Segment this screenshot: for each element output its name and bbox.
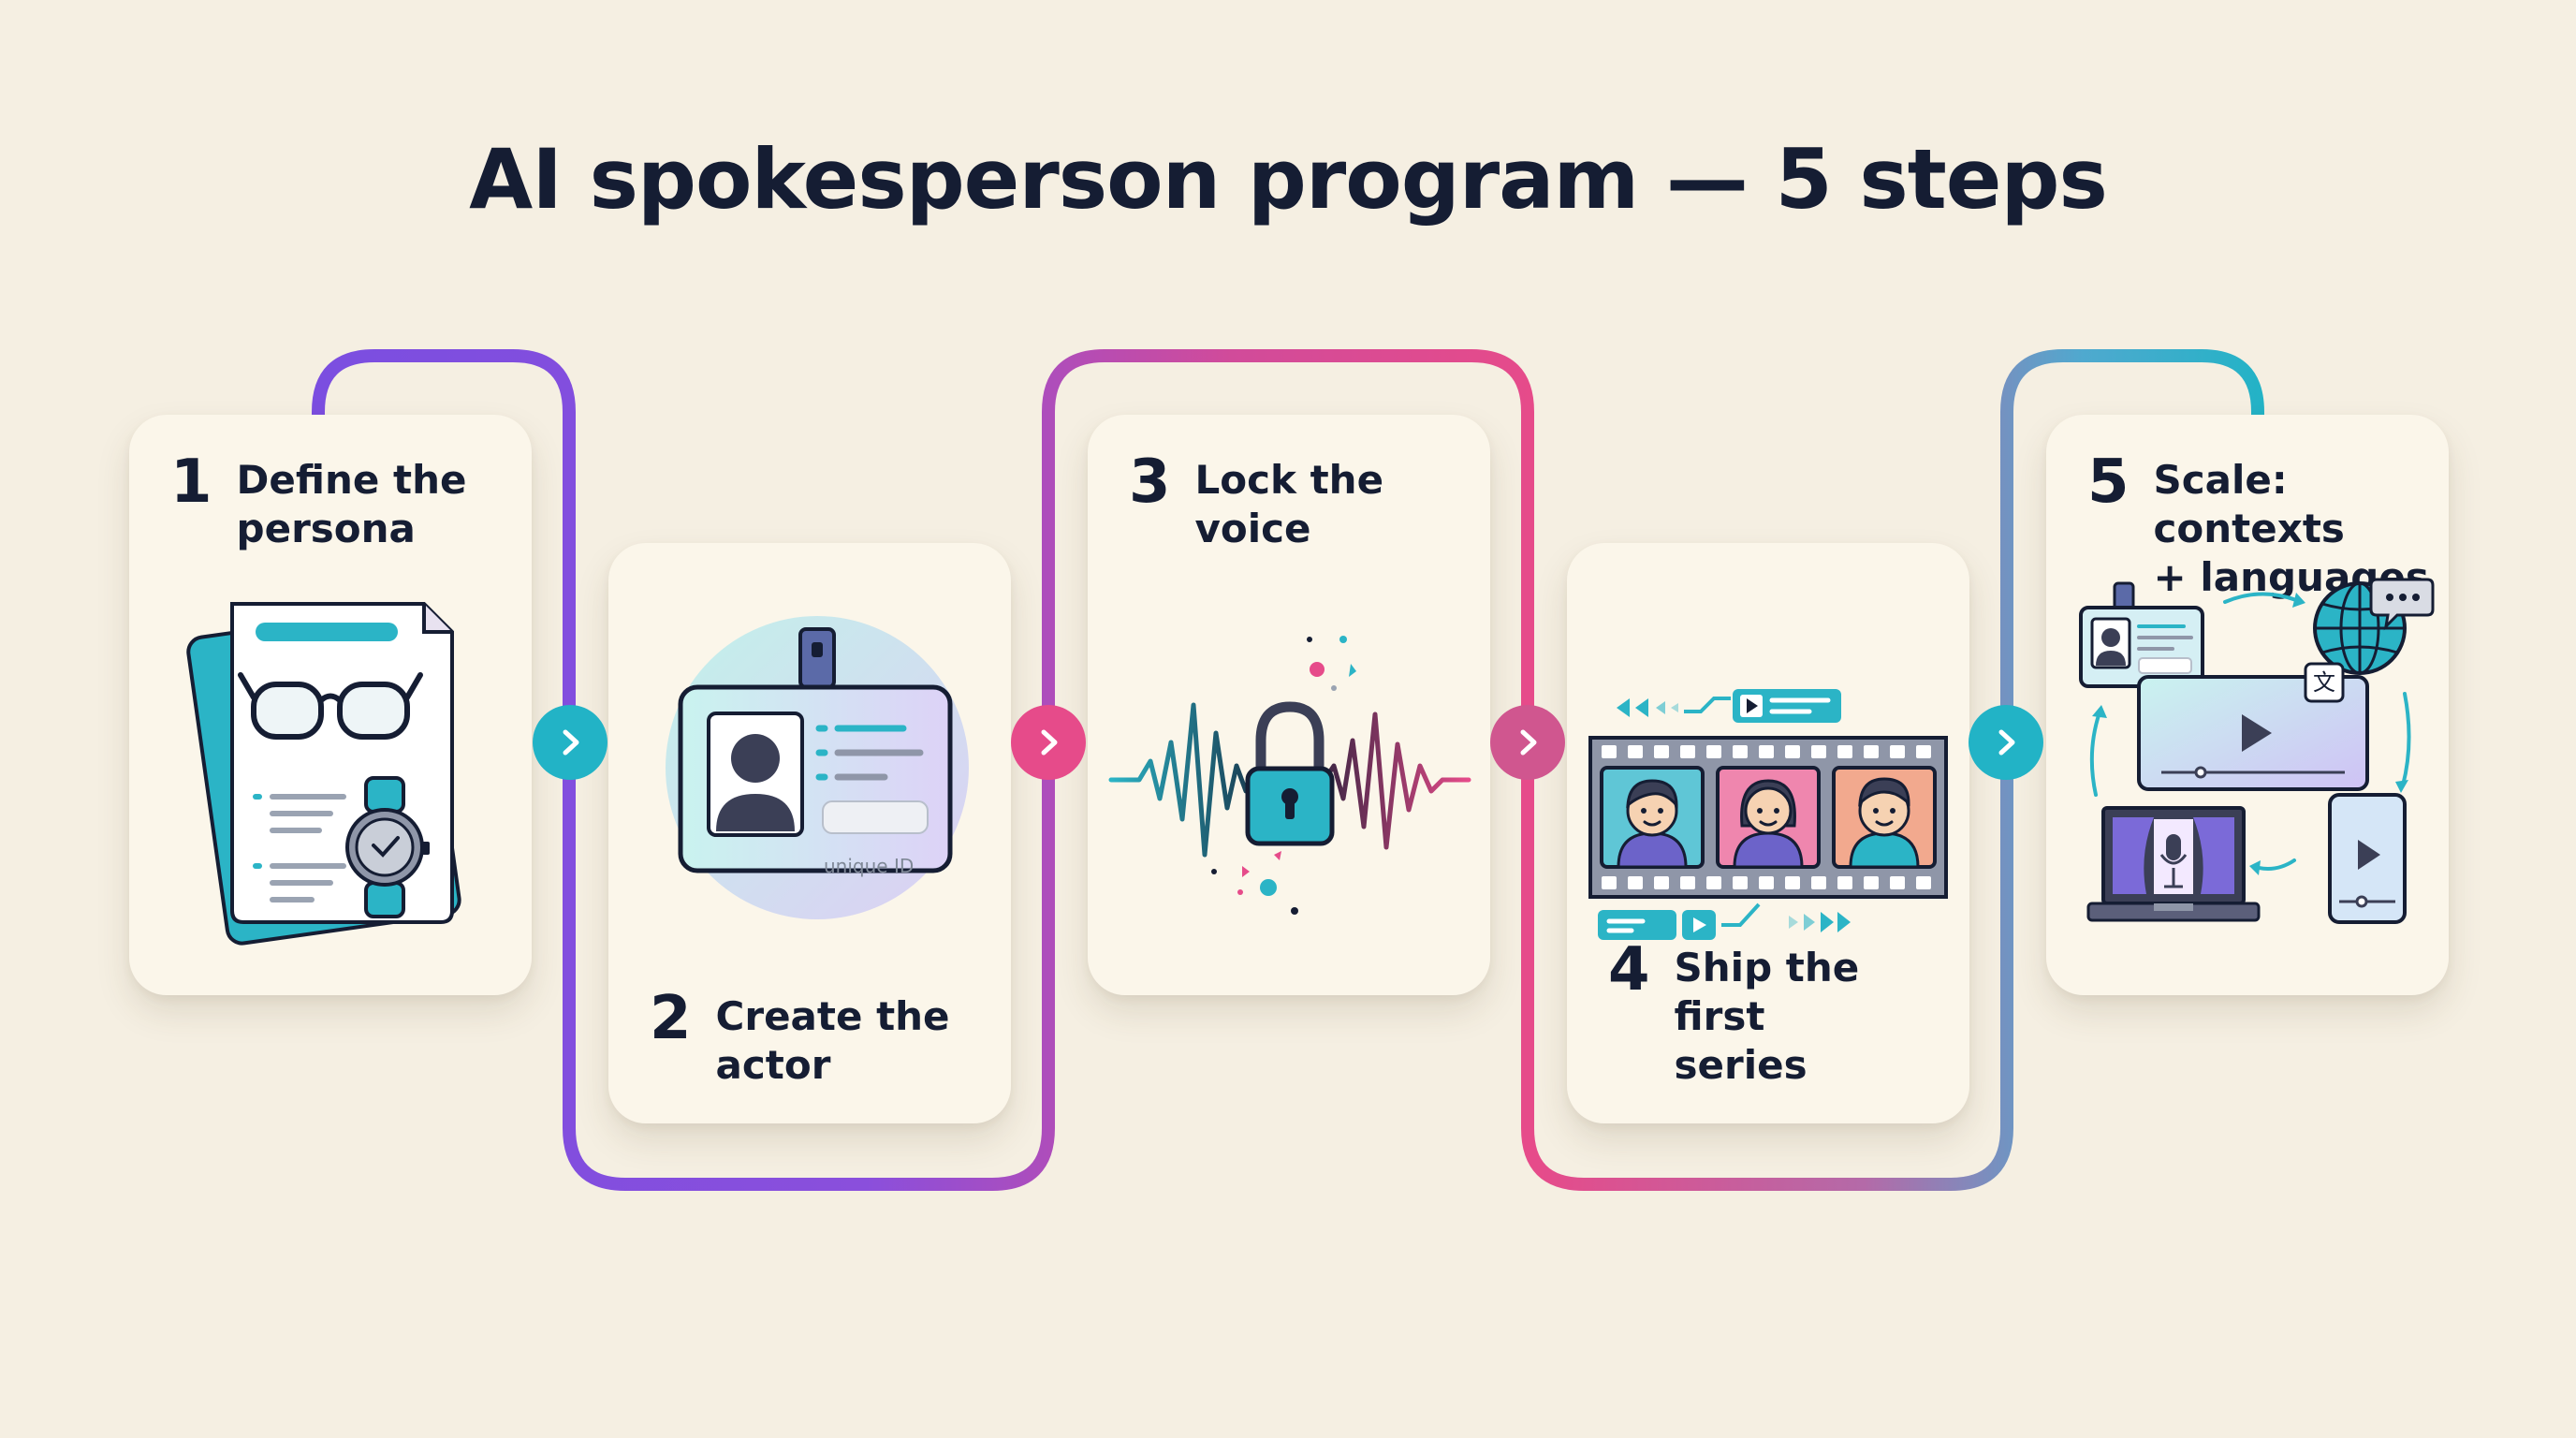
step-label: Lock the voice: [1194, 457, 1384, 551]
step-title-4: 4 Ship the first series: [1608, 940, 1951, 1090]
page-title: AI spokesperson program — 5 steps: [469, 131, 2108, 227]
persona-document-icon: [186, 602, 461, 946]
step-title-1: 1 Define the persona: [170, 452, 513, 553]
unique-id-tag: unique ID: [824, 855, 915, 877]
step-card-5: 5 Scale: contexts + languages: [2046, 415, 2449, 995]
step-number: 1: [170, 448, 212, 517]
step-card-2: unique ID 2 Create the actor: [608, 543, 1011, 1123]
chevron-right-icon: [563, 729, 579, 756]
voice-lock-icon: [1108, 636, 1471, 915]
arrow-2-3: [1011, 705, 1086, 780]
step-title-3: 3 Lock the voice: [1129, 452, 1471, 553]
arrow-3-4: [1490, 705, 1565, 780]
step-title-2: 2 Create the actor: [650, 989, 992, 1090]
step-number: 5: [2087, 448, 2130, 517]
chevron-right-icon: [1041, 729, 1058, 756]
step-label: Define the persona: [236, 457, 467, 551]
step-number: 2: [650, 984, 692, 1053]
chevron-right-icon: [1998, 729, 2015, 756]
chevron-right-icon: [1520, 729, 1537, 756]
step-label: Ship the first series: [1674, 945, 1860, 1088]
film-strip-icon: [1588, 689, 1948, 940]
step-card-4: 4 Ship the first series: [1567, 543, 1969, 1123]
step-card-1: 1 Define the persona: [129, 415, 532, 995]
step-number: 4: [1608, 935, 1650, 1005]
svg-text:文: 文: [2313, 669, 2335, 696]
arrow-4-5: [1969, 705, 2043, 780]
multi-channel-icon: 文: [2079, 578, 2435, 924]
step-card-3: 3 Lock the voice: [1088, 415, 1490, 995]
step-number: 3: [1129, 448, 1171, 517]
id-badge-icon: [666, 616, 969, 919]
arrow-1-2: [533, 705, 607, 780]
step-label: Create the actor: [715, 993, 950, 1088]
